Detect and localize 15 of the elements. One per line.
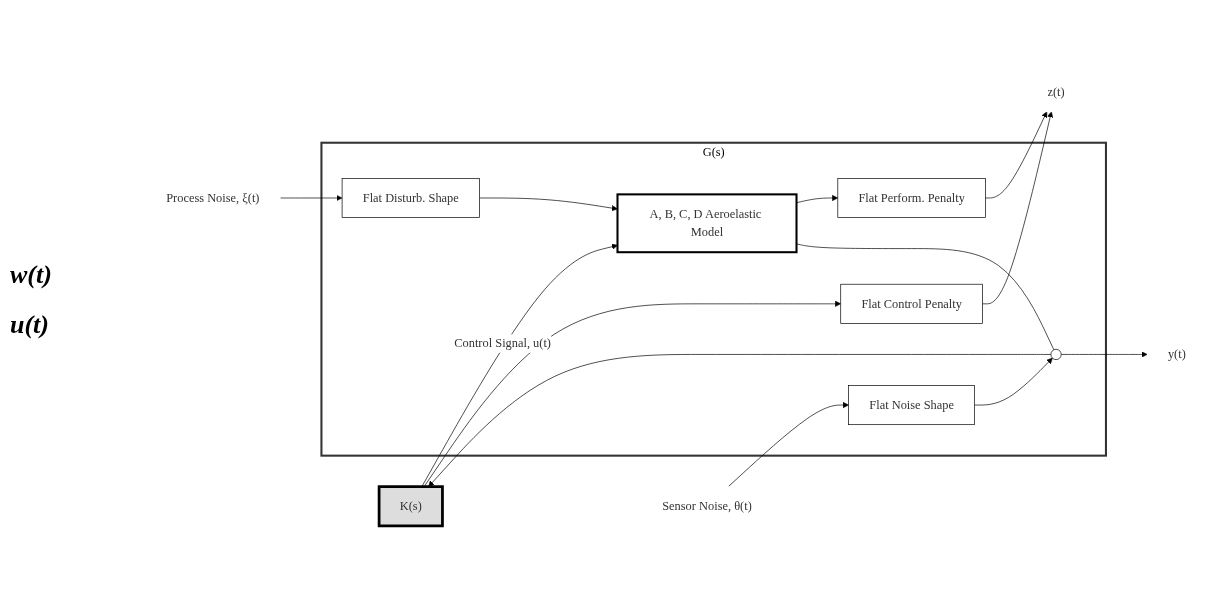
node-text: Sensor Noise, θ(t)	[662, 499, 752, 514]
node-box: K(s)	[377, 485, 444, 528]
node-box: A, B, C, D Aeroelastic Model	[616, 193, 798, 254]
node-text: Process Noise, ξ(t)	[166, 191, 260, 205]
connector	[796, 243, 1055, 351]
node-text: z(t)	[1047, 85, 1065, 99]
node-box: Flat Perform. Penalty	[837, 178, 986, 219]
signal-label: w(t)	[10, 259, 53, 290]
node-text: y(t)	[1167, 347, 1186, 362]
signal-label: u(t)	[10, 309, 50, 340]
node-box: Flat Control Penalty	[840, 284, 983, 325]
node-box: Flat Disturb. Shape	[341, 178, 480, 219]
node-box: Flat Noise Shape	[848, 385, 975, 426]
node-circle	[1050, 349, 1062, 361]
edge-label: Control Signal, u(t)	[454, 336, 551, 351]
